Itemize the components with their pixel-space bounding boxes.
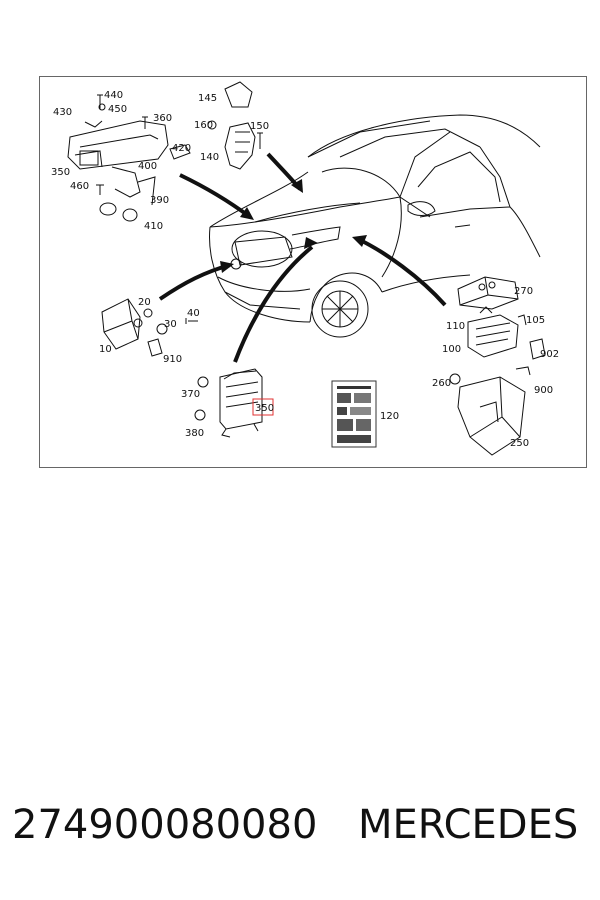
label-140: 140	[200, 152, 219, 163]
label-450: 450	[108, 104, 127, 115]
label-430: 430	[53, 107, 72, 118]
label-250: 250	[510, 438, 529, 449]
part-number: 274900080080	[12, 802, 318, 848]
label-390: 390	[150, 195, 169, 206]
label-120: 120	[380, 411, 399, 422]
label-150: 150	[250, 121, 269, 132]
parts-diagram-frame: 440 450 430 360 350 400 460 390 410 420 …	[39, 76, 587, 468]
label-400: 400	[138, 161, 157, 172]
car-outline	[209, 114, 541, 338]
label-270: 270	[514, 286, 533, 297]
engine-cover-assembly	[67, 94, 191, 222]
arrow-heads	[220, 179, 367, 273]
fuse-box-assembly	[449, 276, 546, 456]
label-370: 370	[181, 389, 200, 400]
label-360: 360	[153, 113, 172, 124]
label-440: 440	[104, 90, 123, 101]
label-260: 260	[432, 378, 451, 389]
label-100: 100	[442, 344, 461, 355]
label-420: 420	[172, 143, 191, 154]
label-460: 460	[70, 181, 89, 192]
label-110: 110	[446, 321, 465, 332]
label-105: 105	[526, 315, 545, 326]
part-labels: 440 450 430 360 350 400 460 390 410 420 …	[51, 90, 559, 449]
label-160: 160	[194, 120, 213, 131]
label-20: 20	[138, 297, 151, 308]
control-unit-left-assembly	[101, 298, 198, 357]
label-145: 145	[198, 93, 217, 104]
label-10: 10	[99, 344, 112, 355]
label-350-highlighted: 350	[255, 403, 274, 414]
brand-name: MERCEDES	[358, 802, 579, 848]
instruction-sheet	[331, 380, 377, 448]
label-900: 900	[534, 385, 553, 396]
label-410: 410	[144, 221, 163, 232]
highlight-box-350	[252, 398, 274, 416]
label-380: 380	[185, 428, 204, 439]
arrows	[158, 152, 447, 363]
label-902: 902	[540, 349, 559, 360]
label-350-top: 350	[51, 167, 70, 178]
top-center-assembly	[207, 81, 263, 170]
ecu-assembly	[194, 368, 263, 438]
label-30: 30	[164, 319, 177, 330]
label-40: 40	[187, 308, 200, 319]
parts-diagram: 440 450 430 360 350 400 460 390 410 420 …	[51, 81, 559, 456]
label-910: 910	[163, 354, 182, 365]
